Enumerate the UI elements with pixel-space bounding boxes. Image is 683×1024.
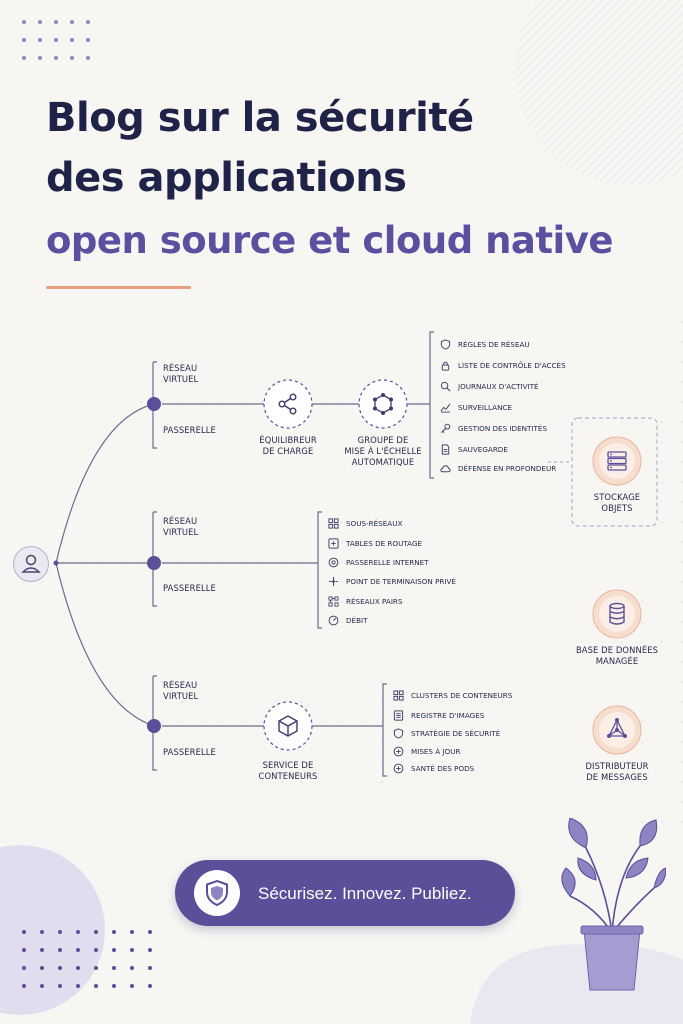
storage-icon [592,436,642,486]
list-item-throughput: Débit [328,615,368,626]
lock-icon [441,361,450,371]
list-item-label: Clusters de conteneurs [411,691,513,700]
row3-gateway-label: Passerelle [163,747,216,757]
grid-icon [328,518,339,529]
list-item-label: Gestion des identités [458,424,548,433]
hexagon-nodes-icon [373,393,393,415]
cloud-icon [440,465,451,473]
database-icon [592,589,642,639]
list-item-updates: Mises à jour [393,746,461,757]
list-item-label: Sous-réseaux [346,519,403,528]
object-storage-label: Stockage objets [593,492,641,513]
cta-label: Sécurisez. Innovez. Publiez. [258,884,472,903]
list-item-network-rules: Règles de réseau [440,339,530,350]
list-item-container-clusters: Clusters de conteneurs [393,690,512,701]
network-icon [592,705,642,755]
list-item-label: Mises à jour [411,747,461,756]
peers-icon [328,596,339,607]
list-item-security-policy: Stratégie de sécurité [393,728,500,739]
row2-virtual-network-label: Réseau virtuel [163,516,199,537]
row1-virtual-network-label: Réseau virtuel [163,363,199,384]
list-item-label: Tables de routage [346,539,423,548]
user-icon[interactable] [12,545,50,583]
message-broker-label: Distributeur de messages [585,761,649,782]
globe-icon [328,557,339,568]
page-title-line-2: des applications [46,155,407,201]
list-item-pod-health: Santé des pods [393,763,474,774]
page-title-line-1: Blog sur la sécurité [46,95,474,141]
shield-icon [393,728,404,739]
list-item-internet-gateway: Passerelle internet [328,557,429,568]
plus-circle-icon [393,763,404,774]
list-item-label: Liste de contrôle d'accès [458,361,566,370]
search-icon [440,381,451,392]
list-item-label: Point de terminaison privé [346,577,456,586]
endpoint-icon [328,576,339,587]
list-item-routing-tables: Tables de routage [328,538,422,549]
title-divider [46,286,191,289]
list-item-label: Stratégie de sécurité [411,729,501,738]
list-item-label: Débit [346,616,368,625]
shield-check-icon [194,870,240,916]
list-item-label: Sauvegarde [458,445,508,454]
grid-icon [393,690,404,701]
cta-button[interactable]: Sécurisez. Innovez. Publiez. [175,860,515,926]
list-item-defense-in-depth: Défense en profondeur [440,463,556,474]
list-item-label: Registre d'images [411,711,485,720]
autoscaling-group-label: Groupe de mise à l'échelle automatique [344,435,422,467]
share-icon [278,393,297,415]
list-item-peered-networks: Réseaux pairs [328,596,403,607]
list-item-label: Passerelle internet [346,558,429,567]
list-item-access-control: Liste de contrôle d'accès [440,360,566,371]
chart-icon [440,403,451,413]
list-item-activity-logs: Journaux d'activité [440,381,539,392]
list-item-monitoring: Surveillance [440,402,512,413]
load-balancer-label: Équilibreur de charge [259,435,317,456]
row2-gateway-label: Passerelle [163,583,216,593]
container-service-label: Service de conteneurs [258,760,318,781]
list-item-backup: Sauvegarde [440,444,508,455]
plus-circle-icon [393,746,404,757]
managed-database-label: Base de données managée [575,645,659,666]
plus-square-icon [328,538,339,549]
list-item-label: Journaux d'activité [458,382,539,391]
cube-icon [278,715,298,737]
list-item-label: Santé des pods [411,764,475,773]
plant-illustration [561,818,666,991]
list-item-label: Surveillance [458,403,513,412]
list-item-label: Règles de réseau [458,340,530,349]
registry-icon [393,710,404,721]
list-item-label: Défense en profondeur [458,464,557,473]
list-item-label: Réseaux pairs [346,597,403,606]
list-item-image-registry: Registre d'images [393,710,484,721]
row1-gateway-label: Passerelle [163,425,216,435]
key-icon [440,423,451,434]
list-item-identity-management: Gestion des identités [440,423,547,434]
document-icon [441,444,450,455]
page-subtitle: open source et cloud native [46,219,613,262]
list-item-subnets: Sous-réseaux [328,518,402,529]
shield-icon [440,339,451,350]
gauge-icon [328,615,339,626]
list-item-private-endpoint: Point de terminaison privé [328,576,456,587]
row3-virtual-network-label: Réseau virtuel [163,680,199,701]
